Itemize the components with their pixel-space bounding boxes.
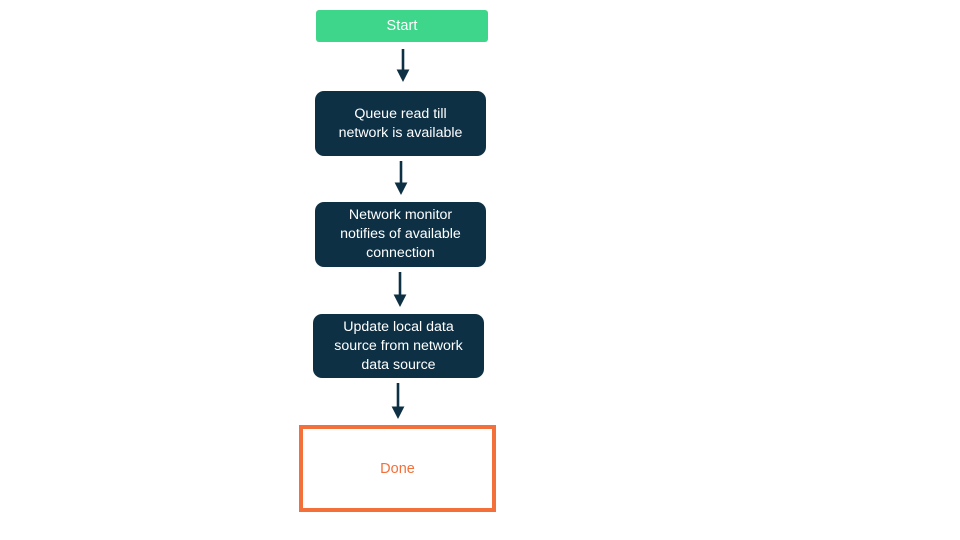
flow-node-done-label: Done — [380, 460, 415, 477]
flow-edge-queue-read-to-network-monitor — [393, 161, 409, 197]
flow-node-update-local[interactable]: Update local data source from network da… — [313, 314, 484, 378]
flow-edge-start-to-queue-read — [395, 49, 411, 84]
flow-edge-network-monitor-to-update-local — [392, 272, 408, 309]
flow-node-queue-read-label: Queue read till network is available — [338, 105, 463, 141]
flow-edge-update-local-to-done — [390, 383, 406, 421]
flow-node-done[interactable]: Done — [299, 425, 496, 512]
flow-node-start[interactable]: Start — [316, 10, 488, 42]
flow-node-start-label: Start — [386, 18, 418, 34]
flow-node-network-monitor[interactable]: Network monitor notifies of available co… — [315, 202, 486, 267]
flow-node-update-local-label: Update local data source from network da… — [334, 318, 463, 373]
flow-node-network-monitor-label: Network monitor notifies of available co… — [340, 207, 461, 261]
flow-node-queue-read[interactable]: Queue read till network is available — [315, 91, 486, 156]
